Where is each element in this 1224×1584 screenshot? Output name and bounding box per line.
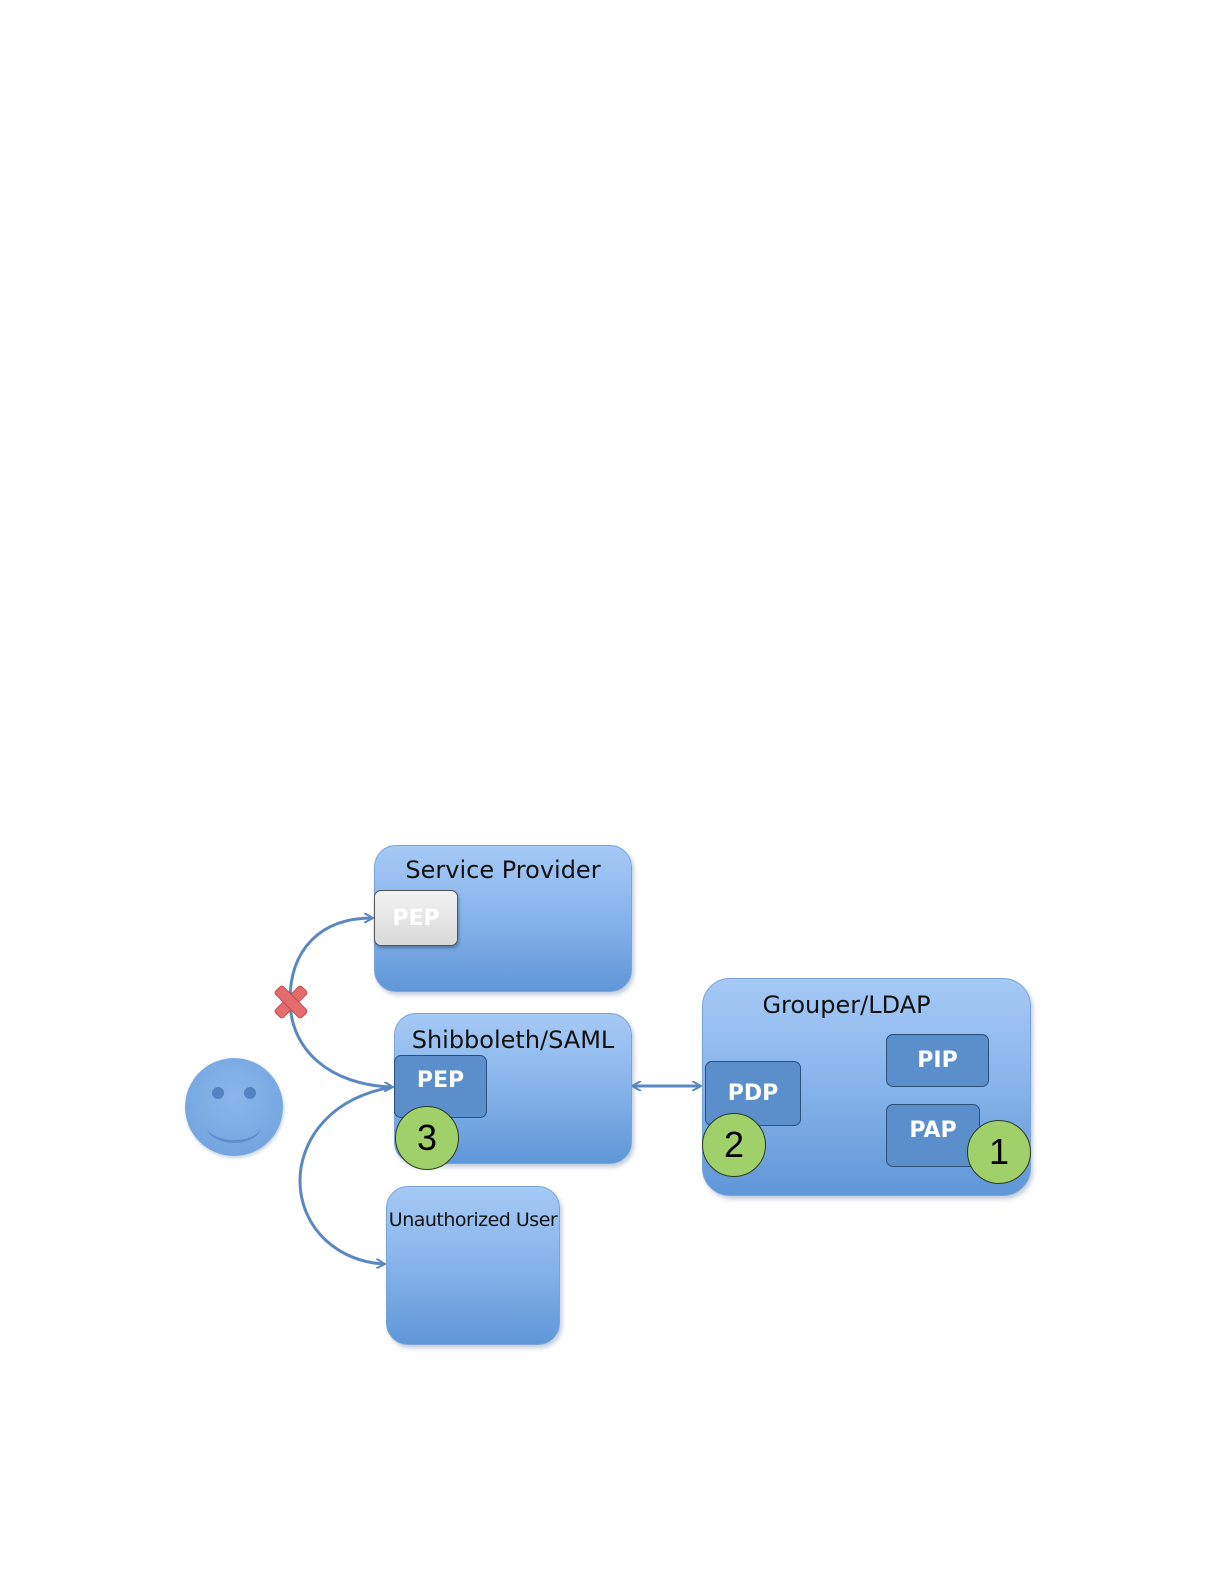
unauthorized-user-title: Unauthorized User	[388, 1209, 558, 1231]
shibboleth-title: Shibboleth/SAML	[411, 1026, 615, 1054]
service-provider-pep: PEP	[374, 890, 458, 946]
red-x-icon	[272, 983, 309, 1020]
arrow-shibboleth-to-unauthorized	[298, 1085, 393, 1264]
grouper-ldap-title: Grouper/LDAP	[762, 991, 931, 1019]
arrow-user-to-shibboleth	[288, 999, 392, 1087]
pdp-node: PDP	[705, 1061, 801, 1126]
pap-node: PAP	[886, 1104, 980, 1167]
right-eye	[244, 1087, 256, 1099]
unauthorized-user-box: Unauthorized User	[386, 1186, 560, 1345]
left-eye	[212, 1087, 224, 1099]
mouth	[207, 1110, 261, 1143]
smiley-face-icon	[185, 1058, 283, 1156]
arrow-user-to-service-provider	[288, 918, 372, 1001]
service-provider-title: Service Provider	[405, 856, 601, 884]
step-3-badge: 3	[395, 1106, 459, 1170]
step-2-badge: 2	[702, 1113, 766, 1177]
pip-node: PIP	[886, 1034, 989, 1087]
step-1-badge: 1	[967, 1120, 1031, 1184]
shibboleth-pep: PEP	[394, 1055, 487, 1118]
